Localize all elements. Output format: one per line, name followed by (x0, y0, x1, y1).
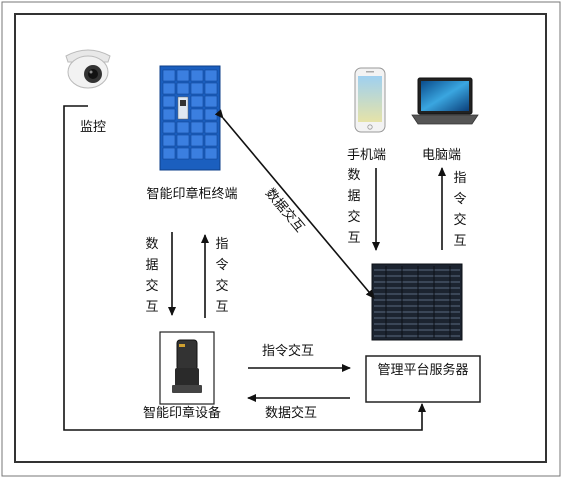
inner-border (14, 13, 547, 463)
server-label-box (365, 355, 481, 403)
camera-server-connector (63, 105, 426, 431)
seal-device-icon (159, 331, 215, 405)
laptop-icon (411, 77, 479, 125)
phone-label: 手机端 (347, 148, 387, 163)
cabinet-to-device-label: 数据交互 (145, 237, 159, 315)
device-to-server-label: 指令交互 (262, 344, 315, 359)
device-label: 智能印章设备 (143, 406, 222, 421)
server-rack-icon (371, 263, 463, 341)
cabinet-label: 智能印章柜终端 (146, 187, 238, 202)
device-to-cabinet-label: 指令交互 (215, 237, 229, 315)
camera-label: 监控 (80, 120, 107, 135)
server-to-pc-label: 指令交互 (453, 171, 467, 249)
server-label: 管理平台服务器 (377, 363, 469, 378)
cabinet-server-arrow (214, 109, 375, 299)
phone-to-server-label: 数据交互 (347, 168, 361, 246)
cabinet-icon (159, 65, 221, 171)
server-to-device-label: 数据交互 (265, 406, 318, 421)
phone-icon (354, 67, 386, 133)
pc-label: 电脑端 (422, 148, 462, 163)
camera-icon (65, 49, 111, 89)
